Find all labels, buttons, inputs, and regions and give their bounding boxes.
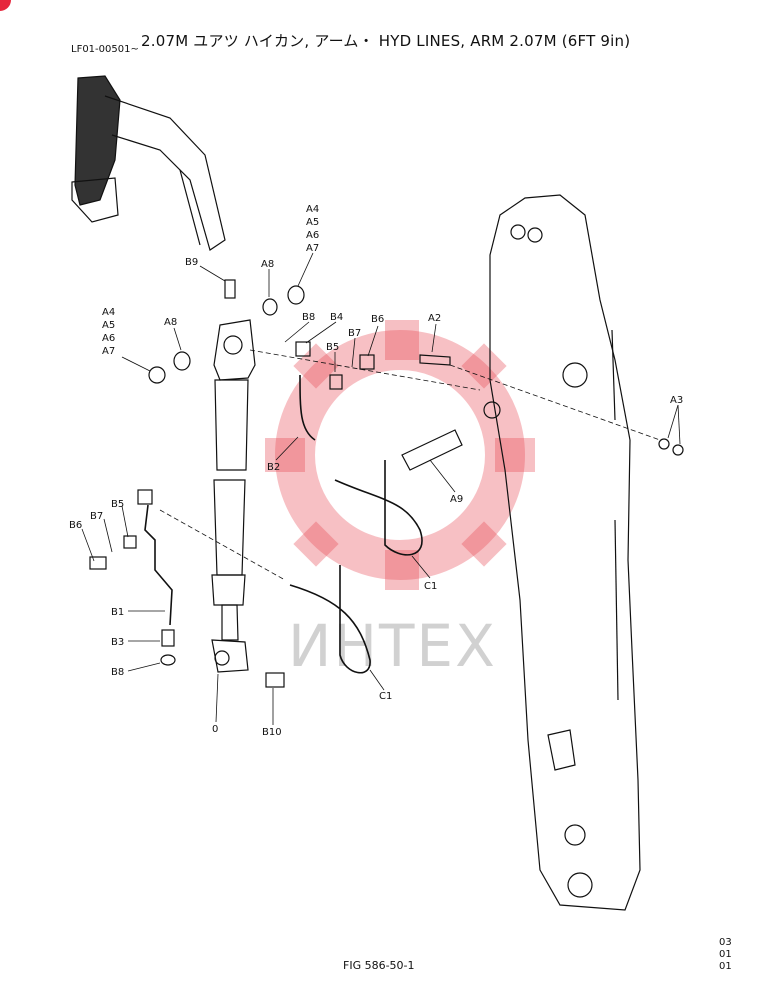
callout-b10: B10 (262, 727, 282, 738)
serial-range: LF01-00501~ (71, 44, 139, 55)
assembly-lines (159, 349, 661, 581)
callout-c1-upper: C1 (424, 581, 437, 592)
callout-a9: A9 (450, 494, 463, 505)
callout-b1: B1 (111, 607, 124, 618)
callout-c1-lower: C1 (379, 691, 392, 702)
page-code-2: 01 (719, 949, 732, 960)
callout-a2: A2 (428, 313, 441, 324)
callout-a5-left: A5 (102, 320, 115, 331)
callout-a5-top: A5 (306, 217, 319, 228)
callout-b8-left: B8 (111, 667, 124, 678)
watermark-text: ИНТЕХ (288, 612, 497, 680)
callout-b3: B3 (111, 637, 124, 648)
callout-b8-top: B8 (302, 312, 315, 323)
callout-a6-top: A6 (306, 230, 319, 241)
hydraulic-lines (144, 374, 423, 674)
callout-a8-left: A8 (164, 317, 177, 328)
callout-a8-top: A8 (261, 259, 274, 270)
corner-badge (0, 0, 11, 11)
fittings (89, 279, 684, 688)
callout-a3: A3 (670, 395, 683, 406)
callout-b2: B2 (267, 462, 280, 473)
callout-b6-left: B6 (69, 520, 82, 531)
callout-b9: B9 (185, 257, 198, 268)
callout-zero: 0 (212, 724, 218, 735)
callout-a7-left: A7 (102, 346, 115, 357)
callout-b5-left: B5 (111, 499, 124, 510)
callout-b5-top: B5 (326, 342, 339, 353)
page-title: 2.07M ユアツ ハイカン, アーム・ HYD LINES, ARM 2.07… (141, 32, 631, 50)
callout-b7-top: B7 (348, 328, 361, 339)
callout-b7-left: B7 (90, 511, 103, 522)
callout-b4: B4 (330, 312, 343, 323)
arm-cylinder (211, 319, 256, 673)
callout-a7-top: A7 (306, 243, 319, 254)
watermark-gear-logo (275, 330, 525, 580)
callout-a4-top: A4 (306, 204, 319, 215)
callout-leaders (81, 252, 681, 725)
arm-structure (483, 194, 641, 911)
arm-thumbnail (71, 75, 226, 251)
page-code-1: 03 (719, 937, 732, 948)
figure-number: FIG 586-50-1 (343, 959, 415, 972)
page-codes: 03 01 01 (719, 937, 732, 973)
callout-labels: A4 A5 A6 A7 A8 B9 A4 A5 A6 A7 A8 B8 B4 B… (69, 204, 683, 738)
page-code-3: 01 (719, 961, 732, 972)
callout-b6-top: B6 (371, 314, 384, 325)
callout-a4-left: A4 (102, 307, 115, 318)
callout-a6-left: A6 (102, 333, 115, 344)
